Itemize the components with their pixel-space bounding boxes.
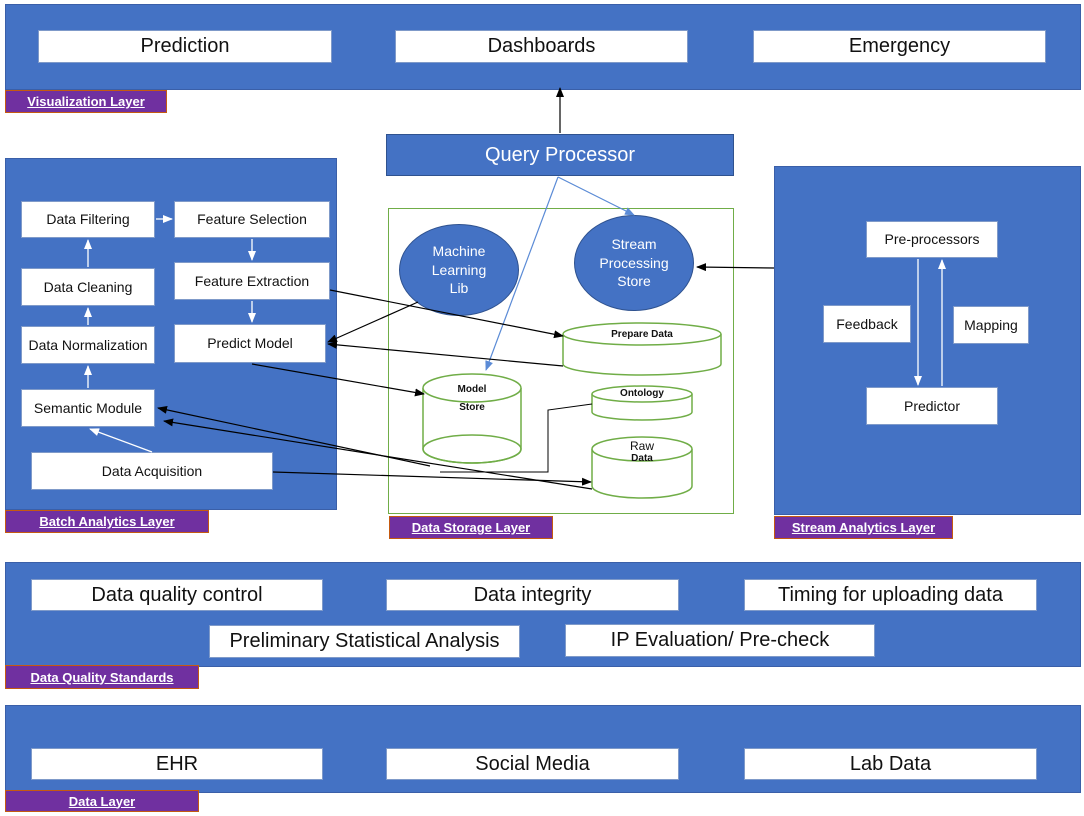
raw-data-label-line2: Data: [631, 453, 653, 464]
lab-data-box: Lab Data: [744, 748, 1037, 780]
data-normalization-box: Data Normalization: [21, 326, 155, 364]
stream-processing-store: Stream Processing Store: [574, 215, 694, 311]
prepare-data-label: Prepare Data: [611, 329, 673, 340]
data-acquisition-box: Data Acquisition: [31, 452, 273, 490]
data-quality-panel: [5, 562, 1081, 667]
feature-extraction-box: Feature Extraction: [174, 262, 330, 300]
raw-data-label-line1: Raw: [629, 439, 654, 453]
data-filtering-box: Data Filtering: [21, 201, 155, 238]
feedback-box: Feedback: [823, 305, 911, 343]
query-processor: Query Processor: [386, 134, 734, 176]
data-integrity-box: Data integrity: [386, 579, 679, 611]
preliminary-analysis-box: Preliminary Statistical Analysis: [209, 625, 520, 658]
mapping-box: Mapping: [953, 306, 1029, 344]
predict-model-box: Predict Model: [174, 324, 326, 363]
data-storage-label: Data Storage Layer: [389, 516, 553, 539]
stream-analytics-label: Stream Analytics Layer: [774, 516, 953, 539]
model-store-label: Model Store: [457, 384, 487, 413]
stream-analytics-panel: [774, 166, 1081, 515]
timing-upload-box: Timing for uploading data: [744, 579, 1037, 611]
data-layer-label: Data Layer: [5, 790, 199, 812]
machine-learning-lib: Machine Learning Lib: [399, 224, 519, 316]
visualization-layer-label: Visualization Layer: [5, 90, 167, 113]
data-quality-control-box: Data quality control: [31, 579, 323, 611]
ehr-box: EHR: [31, 748, 323, 780]
batch-analytics-label: Batch Analytics Layer: [5, 510, 209, 533]
raw-data-label: Raw Data: [612, 439, 672, 464]
prediction-box: Prediction: [38, 30, 332, 63]
data-quality-label: Data Quality Standards: [5, 665, 199, 689]
social-media-box: Social Media: [386, 748, 679, 780]
pre-processors-box: Pre-processors: [866, 221, 998, 258]
ip-evaluation-box: IP Evaluation/ Pre-check: [565, 624, 875, 657]
semantic-module-box: Semantic Module: [21, 389, 155, 427]
feature-selection-box: Feature Selection: [174, 201, 330, 238]
data-cleaning-box: Data Cleaning: [21, 268, 155, 306]
dashboards-box: Dashboards: [395, 30, 688, 63]
emergency-box: Emergency: [753, 30, 1046, 63]
predictor-box: Predictor: [866, 387, 998, 425]
ontology-label: Ontology: [620, 388, 664, 399]
